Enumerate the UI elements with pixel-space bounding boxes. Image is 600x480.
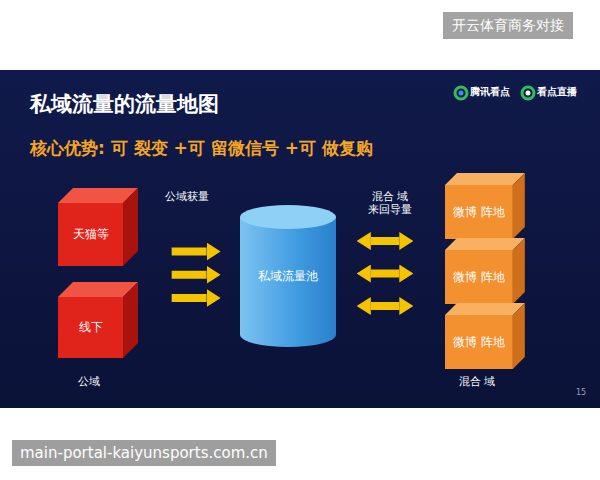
cube-top (445, 303, 525, 315)
node-text: 微博 阵地 (453, 204, 505, 221)
cube-front (445, 250, 513, 304)
logo-text: 看点直播 (537, 86, 577, 98)
cube-side (513, 173, 525, 239)
flow-arrow (371, 302, 400, 310)
orange-cube: 微博 阵地 (445, 238, 525, 304)
cube-side (513, 238, 525, 304)
pool-cylinder: 私域流量池 (240, 205, 336, 347)
cube-side (513, 303, 525, 369)
cylinder-top (240, 205, 336, 229)
flow-arrow (172, 294, 207, 302)
node-text: 微博 阵地 (453, 334, 505, 351)
node-text: 线下 (79, 319, 103, 336)
flow-arrow (371, 237, 400, 245)
zone-label: 公域 (78, 375, 100, 388)
watermark-url: main-portal-kaiyunsports.com.cn (12, 440, 276, 466)
cylinder-body (240, 217, 336, 347)
flow-label: 混合 域 来回导量 (366, 190, 414, 216)
logo-text: 腾讯看点 (470, 86, 510, 98)
flow-arrow-extra (172, 271, 207, 279)
page-number: 15 (576, 388, 586, 398)
node-face: 私域流量池 (240, 217, 336, 335)
node-face: 微博 阵地 (445, 250, 513, 304)
red-cube: 天猫等 (58, 188, 138, 266)
watermark: 开云体育商务对接 (443, 12, 573, 39)
logo-dot (526, 91, 531, 96)
red-cube: 线下 (58, 282, 138, 358)
node-text: 微博 阵地 (453, 269, 505, 286)
orange-cube: 微博 阵地 (445, 173, 525, 239)
slide-title: 私域流量的流量地图 (30, 92, 219, 117)
flow-arrow (371, 270, 400, 278)
node-face: 线下 (58, 297, 123, 358)
logo-ring (522, 87, 534, 99)
cube-side (123, 188, 138, 266)
cube-front (445, 185, 513, 239)
flow-arrow (172, 248, 207, 256)
cube-top (445, 238, 525, 250)
node-face: 微博 阵地 (445, 185, 513, 239)
zone-label: 混合 域 (459, 375, 496, 388)
cube-front (58, 203, 123, 266)
logo-ring (455, 87, 467, 99)
cube-side (123, 282, 138, 358)
logo-dot (459, 91, 464, 96)
flow-label: 公域获量 (165, 190, 209, 203)
node-text: 天猫等 (73, 226, 109, 243)
orange-cube: 微博 阵地 (445, 303, 525, 369)
node-face: 天猫等 (58, 203, 123, 266)
node-face: 微博 阵地 (445, 315, 513, 369)
subtitle: 核心优势: 可 裂变 +可 留微信号 +可 做复购 (30, 138, 373, 158)
cube-front (445, 315, 513, 369)
cube-front (58, 297, 123, 358)
cube-top (445, 173, 525, 185)
node-text: 私域流量池 (258, 268, 318, 285)
